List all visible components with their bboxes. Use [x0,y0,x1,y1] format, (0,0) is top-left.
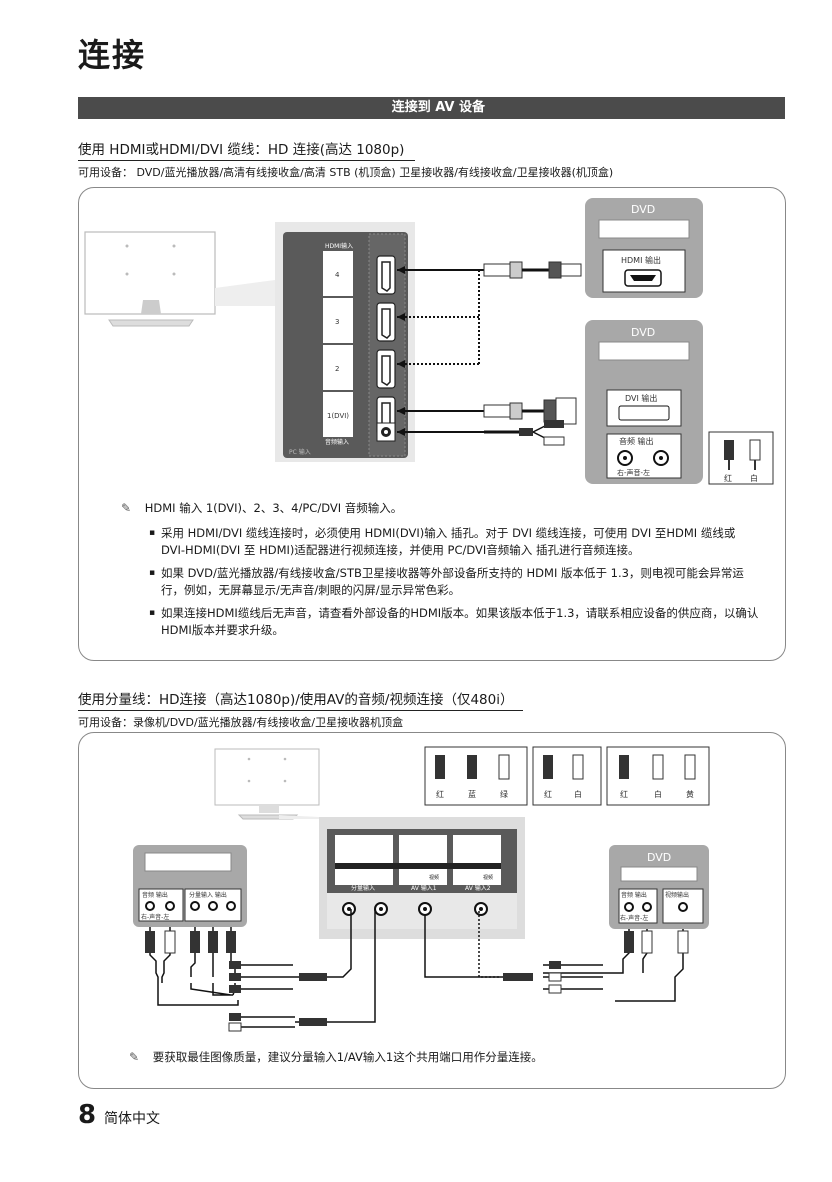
section2-heading: 使用分量线：HD连接（高达1080p)/使用AV的音频/视频连接（仅480i） [78,688,523,711]
pencil-note-icon: ✎ [129,1050,140,1064]
section1-note-2: 如果 DVD/蓝光播放器/有线接收盒/STB卫星接收器等外部设备所支持的 HDM… [149,565,761,599]
legend-red-1: 红 [436,789,444,799]
dvd2-dvi-out-label: DVI 输出 [625,393,657,403]
hdmi-connection-diagram: HDMI输入 4 3 2 1(DVI) PC/DVI 音频输入 PC 输入 [84,198,774,485]
legend-blue: 蓝 [468,789,476,799]
section2-panel: 红 蓝 绿 红 白 红 白 黄 分量输入 AV 输入1 AV 输入2 视频 视频 [78,732,786,1089]
legend-red-2: 红 [544,789,552,799]
component-av-connection-diagram: 红 蓝 绿 红 白 红 白 黄 分量输入 AV 输入1 AV 输入2 视频 视频 [133,746,710,1032]
section1-heading: 使用 HDMI或HDMI/DVI 缆线：HD 连接(高达 1080p) [78,138,415,161]
rca-plug-icon [483,261,582,446]
tv-outline-icon [84,231,216,327]
dvd-player-icon: DVD HDMI 输出 [585,198,703,298]
dvd-player-icon: DVD DVI 输出 音频 输出 右-声音-左 [585,320,703,484]
page-number: 8 [78,1100,97,1130]
pc-dvi-audio-label-1: PC/DVI [325,430,345,437]
section1-panel: HDMI输入 4 3 2 1(DVI) PC/DVI 音频输入 PC 输入 [78,187,786,661]
hdmi-port-4-label: 4 [335,271,340,279]
right-dvd-title: DVD [647,851,671,864]
video-jack-label-2: 视频 [483,874,493,881]
section1-devices: 可用设备： DVD/蓝光播放器/高清有线接收盒/高清 STB (机顶盒) 卫星接… [78,166,614,179]
hdmi-input-label: HDMI输入 [325,242,353,250]
pc-dvi-audio-label-2: 音频输入 [325,438,349,446]
dvi-port-icon [618,405,670,421]
right-audio-out-label: 音频 输出 [621,891,647,899]
right-video-out-label: 视频输出 [665,891,689,899]
dvd-player-icon: DVD 音频 输出 视频输出 右-声音-左 [609,845,709,929]
section1-notes: ✎ HDMI 输入 1(DVI)、2、3、4/PC/DVI 音频输入。 采用 H… [121,500,761,645]
section2-note: ✎ 要获取最佳图像质量，建议分量输入1/AV输入1这个共用端口用作分量连接。 [129,1049,749,1066]
cable-color-white: 白 [750,473,758,483]
video-jack-label-1: 视频 [429,874,439,881]
component-input-label: 分量输入 [351,884,375,892]
pencil-note-icon: ✎ [121,501,132,515]
legend-red-3: 红 [620,789,628,799]
hdmi-port-3-label: 3 [335,318,339,326]
cable-color-legend [424,746,710,806]
section2-note-text: 要获取最佳图像质量，建议分量输入1/AV输入1这个共用端口用作分量连接。 [152,1050,543,1064]
av2-input-label: AV 输入2 [465,884,491,892]
section1-note-3: 如果连接HDMI缆线后无声音，请查看外部设备的HDMI版本。如果该版本低于1.3… [149,605,761,639]
dvd1-title: DVD [631,203,655,216]
cable-color-red: 红 [724,473,732,483]
dvd2-audio-out-label: 音频 输出 [619,436,654,446]
cable-color-legend: 红 白 [708,431,774,485]
tv-outline-icon [214,748,320,820]
left-audio-channels: 右-声音-左 [141,913,169,921]
legend-white-2: 白 [654,789,662,799]
dvd2-audio-channels: 右-声音-左 [617,468,650,477]
dvd-player-icon: 音频 输出 分量输入 输出 右-声音-左 [133,845,247,927]
left-audio-out-label: 音频 输出 [142,891,168,899]
dvd2-title: DVD [631,326,655,339]
av1-input-label: AV 输入1 [411,884,437,892]
page-title: 连接 [78,36,147,74]
dvd1-hdmi-out-label: HDMI 输出 [621,255,661,265]
section1-note-1: 采用 HDMI/DVI 缆线连接时，必须使用 HDMI(DVI)输入 插孔。对于… [149,525,761,559]
page-language: 简体中文 [104,1111,160,1127]
pc-input-label: PC 输入 [289,448,311,456]
legend-yellow: 黄 [686,789,694,799]
legend-green: 绿 [500,790,508,799]
right-audio-channels: 右-声音-左 [620,914,648,922]
rca-jack-icon [376,422,396,442]
left-component-out-label: 分量输入 输出 [189,891,227,899]
section1-note-intro: HDMI 输入 1(DVI)、2、3、4/PC/DVI 音频输入。 [144,501,403,515]
hdmi-port-1-label: 1(DVI) [327,412,349,420]
section-title-bar: 连接到 AV 设备 [78,97,785,119]
hdmi-port-2-label: 2 [335,365,339,373]
section2-devices: 可用设备：录像机/DVD/蓝光播放器/有线接收盒/卫星接收器机顶盒 [78,716,404,729]
legend-white-1: 白 [574,789,582,799]
